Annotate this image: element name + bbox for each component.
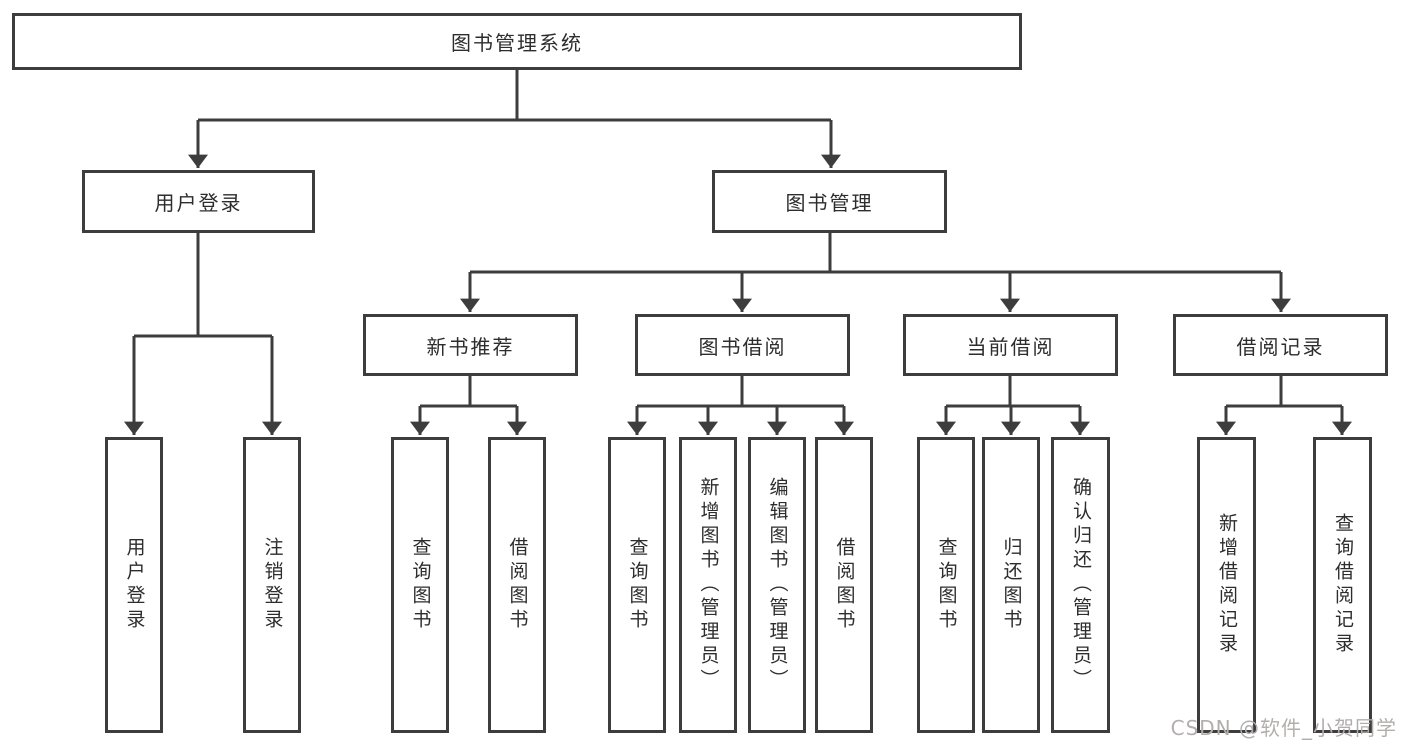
node-current-borrowing: 当前借阅 xyxy=(903,314,1118,376)
leaf-current-confirm: 确认归还（管理员） xyxy=(1051,437,1110,733)
leaf-newbooks-query-label: 查询图书 xyxy=(409,537,432,633)
leaf-logout: 注销登录 xyxy=(243,437,301,733)
leaf-records-query-label: 查询借阅记录 xyxy=(1332,513,1354,657)
leaf-user-login: 用户登录 xyxy=(105,437,163,733)
connector-current-borrowing xyxy=(946,376,1080,408)
node-root: 图书管理系统 xyxy=(12,13,1022,70)
node-root-label: 图书管理系统 xyxy=(451,31,583,55)
leaf-newbooks-query: 查询图书 xyxy=(391,437,449,733)
connector-book-borrowing xyxy=(637,376,844,408)
leaf-logout-label: 注销登录 xyxy=(261,537,284,633)
node-book-management-label: 图书管理 xyxy=(785,191,874,215)
connector-new-books xyxy=(420,376,517,408)
leaf-current-return: 归还图书 xyxy=(982,437,1040,733)
leaf-borrowing-query-label: 查询图书 xyxy=(626,537,649,633)
node-new-books-label: 新书推荐 xyxy=(426,334,515,359)
leaf-records-add: 新增借阅记录 xyxy=(1197,437,1256,733)
node-book-borrowing-label: 图书借阅 xyxy=(698,334,787,359)
leaf-user-login-label: 用户登录 xyxy=(123,537,146,633)
leaf-borrowing-edit: 编辑图书（管理员） xyxy=(748,437,806,733)
leaf-borrowing-query: 查询图书 xyxy=(608,437,666,733)
node-user-login: 用户登录 xyxy=(82,170,315,233)
leaf-borrowing-add: 新增图书（管理员） xyxy=(679,437,737,733)
connector-root xyxy=(198,70,831,122)
leaf-borrowing-edit-label: 编辑图书（管理员） xyxy=(766,477,789,693)
leaf-current-query-label: 查询图书 xyxy=(935,537,958,633)
connector-user-login xyxy=(134,233,272,338)
leaf-records-query: 查询借阅记录 xyxy=(1313,437,1372,733)
leaf-records-add-label: 新增借阅记录 xyxy=(1216,513,1238,657)
leaf-current-confirm-label: 确认归还（管理员） xyxy=(1070,477,1092,693)
node-book-borrowing: 图书借阅 xyxy=(635,314,850,376)
node-book-management: 图书管理 xyxy=(712,170,947,233)
leaf-current-return-label: 归还图书 xyxy=(1000,537,1023,633)
leaf-newbooks-borrow: 借阅图书 xyxy=(488,437,546,733)
leaf-borrowing-borrow-label: 借阅图书 xyxy=(833,537,856,633)
connector-book-management xyxy=(470,233,1281,274)
leaf-newbooks-borrow-label: 借阅图书 xyxy=(506,537,529,633)
node-user-login-label: 用户登录 xyxy=(154,191,243,215)
connector-borrow-records xyxy=(1226,376,1342,408)
leaf-current-query: 查询图书 xyxy=(917,437,975,733)
node-current-borrowing-label: 当前借阅 xyxy=(966,334,1055,359)
node-new-books: 新书推荐 xyxy=(363,314,578,376)
watermark: CSDN @软件_小贺同学 xyxy=(1170,716,1397,740)
node-borrow-records-label: 借阅记录 xyxy=(1236,334,1325,359)
node-borrow-records: 借阅记录 xyxy=(1173,314,1388,376)
leaf-borrowing-add-label: 新增图书（管理员） xyxy=(697,477,720,693)
leaf-borrowing-borrow: 借阅图书 xyxy=(815,437,873,733)
